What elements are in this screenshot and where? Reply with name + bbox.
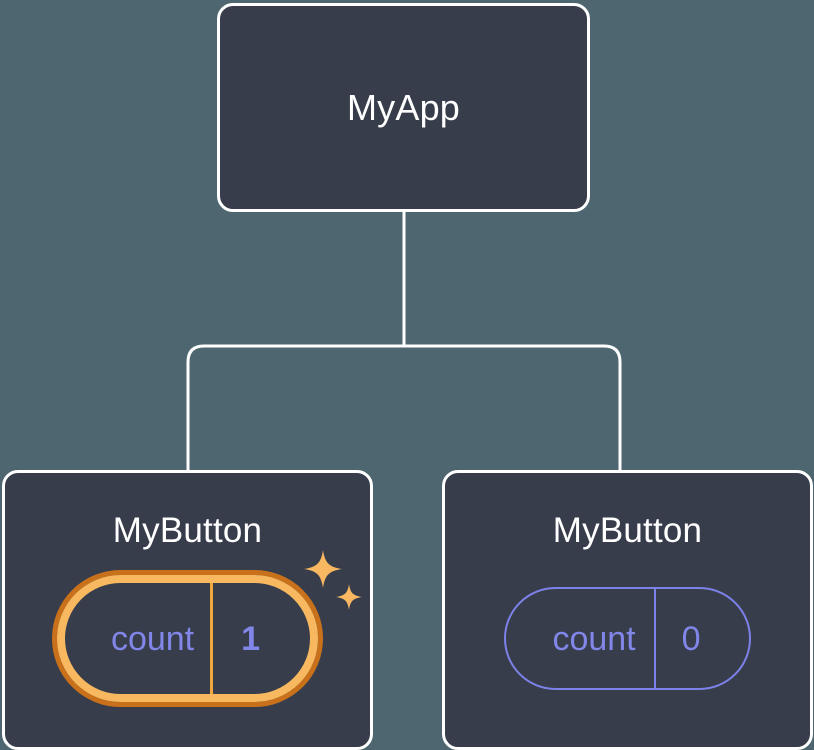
node-mybutton-left[interactable]: MyButton count 1 [2, 470, 373, 750]
state-pill-wrapper-left: count 1 [51, 550, 363, 707]
state-pill-highlighted[interactable]: count 1 [51, 570, 324, 707]
state-pill-divider-left [210, 583, 214, 694]
state-pill-divider-right [653, 589, 656, 688]
state-key-left: count [110, 619, 195, 658]
state-pill-highlight-inner-ring: count 1 [56, 575, 319, 702]
state-value-left: 1 [241, 619, 261, 658]
node-myapp[interactable]: MyApp [217, 3, 590, 212]
node-mybutton-right[interactable]: MyButton count 0 [442, 470, 813, 750]
node-myapp-label: MyApp [346, 86, 461, 128]
node-mybutton-right-label: MyButton [552, 511, 703, 550]
sparkle-small-icon [336, 584, 363, 610]
state-value-right: 0 [681, 619, 701, 658]
state-pill-plain[interactable]: count 0 [504, 587, 751, 690]
connector-bracket [186, 344, 622, 470]
state-key-right: count [552, 619, 636, 658]
component-tree-diagram: MyApp MyButton count 1 MyButton count [2, 3, 813, 750]
state-pill-wrapper-right: count 0 [504, 587, 751, 690]
node-mybutton-left-label: MyButton [112, 511, 263, 550]
